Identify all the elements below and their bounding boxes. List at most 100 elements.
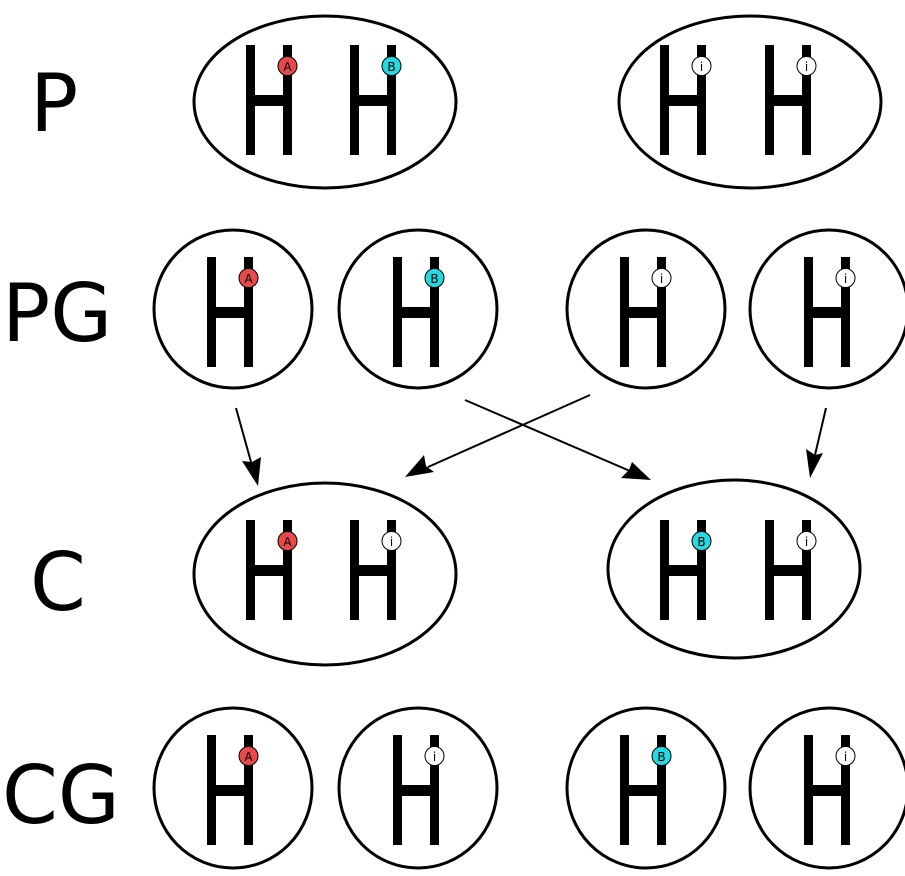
allele-label: i	[433, 750, 436, 764]
row-label-cg: CG	[2, 749, 120, 842]
cell-pg-3: i	[748, 228, 905, 390]
cell-membrane	[152, 228, 314, 390]
arrow-pg-a-to-c-left	[235, 407, 261, 486]
allele-label: B	[697, 535, 705, 549]
cell-cg-0: A	[152, 706, 314, 870]
allele-label: i	[844, 272, 847, 286]
allele-label: i	[660, 272, 663, 286]
allele-dot	[835, 268, 856, 288]
allele-label: i	[805, 535, 808, 549]
allele-label: B	[657, 750, 665, 764]
allele-label: i	[844, 750, 847, 764]
allele-marker-a: A	[238, 268, 259, 288]
cell-membrane	[565, 228, 727, 390]
allele-dot	[691, 56, 712, 76]
allele-marker-b: B	[424, 268, 445, 288]
allele-dot	[424, 268, 445, 288]
cell-membrane	[565, 706, 727, 870]
cell-membrane	[606, 478, 862, 660]
allele-label: A	[283, 60, 292, 74]
cell-membrane	[152, 706, 314, 870]
cell-cg-1: i	[337, 706, 499, 870]
centromere-bar	[246, 95, 292, 106]
centromere-bar	[393, 785, 439, 796]
allele-marker-b: B	[381, 56, 402, 76]
chromosome-cg-3-0: i	[804, 735, 856, 845]
allele-label: A	[244, 750, 253, 764]
allele-label: B	[430, 272, 438, 286]
allele-dot	[238, 746, 259, 766]
chromosome-pg-2-0: i	[620, 257, 672, 367]
cell-membrane	[617, 14, 883, 190]
allele-marker-b: B	[651, 746, 672, 766]
allele-label: i	[700, 60, 703, 74]
allele-marker-i: i	[381, 531, 402, 551]
centromere-bar	[207, 307, 253, 318]
arrow-pg-b-to-c-right	[464, 399, 651, 480]
allele-dot	[381, 56, 402, 76]
allele-dot	[651, 268, 672, 288]
cell-pg-2: i	[565, 228, 727, 390]
chromosome-c-0-1: i	[350, 520, 402, 620]
cell-membrane	[192, 14, 458, 190]
allele-dot	[277, 56, 298, 76]
chromosome-pg-3-0: i	[804, 257, 856, 367]
cell-cg-3: i	[748, 706, 905, 870]
cell-membrane	[337, 228, 499, 390]
row-label-p: P	[30, 57, 78, 150]
chromosome-c-1-1: i	[765, 520, 817, 620]
cell-pg-1: B	[337, 228, 499, 390]
allele-dot	[238, 268, 259, 288]
allele-marker-i: i	[424, 746, 445, 766]
cell-cg-2: B	[565, 706, 727, 870]
centromere-bar	[620, 785, 666, 796]
chromosome-cg-2-0: B	[620, 735, 672, 845]
centromere-bar	[804, 307, 850, 318]
allele-marker-i: i	[796, 531, 817, 551]
allele-dot	[796, 531, 817, 551]
chromosome-pg-0-0: A	[207, 257, 259, 367]
allele-marker-a: A	[277, 56, 298, 76]
allele-dot	[835, 746, 856, 766]
centromere-bar	[804, 785, 850, 796]
centromere-bar	[350, 565, 396, 576]
allele-dot	[796, 56, 817, 76]
chromosome-p-0-1: B	[350, 45, 402, 155]
centromere-bar	[393, 307, 439, 318]
allele-marker-i: i	[651, 268, 672, 288]
allele-label: B	[387, 60, 395, 74]
allele-marker-b: B	[691, 531, 712, 551]
allele-marker-a: A	[277, 531, 298, 551]
cell-membrane	[337, 706, 499, 870]
chromosome-c-0-0: A	[246, 520, 298, 620]
allele-dot	[651, 746, 672, 766]
centromere-bar	[660, 565, 706, 576]
chromosome-cg-1-0: i	[393, 735, 445, 845]
allele-label: i	[390, 535, 393, 549]
chromosome-p-0-0: A	[246, 45, 298, 155]
allele-marker-i: i	[796, 56, 817, 76]
allele-marker-a: A	[238, 746, 259, 766]
centromere-bar	[207, 785, 253, 796]
cell-membrane	[748, 228, 905, 390]
allele-label: i	[805, 60, 808, 74]
centromere-bar	[765, 565, 811, 576]
centromere-bar	[765, 95, 811, 106]
row-label-c: C	[30, 536, 86, 629]
allele-dot	[424, 746, 445, 766]
allele-dot	[381, 531, 402, 551]
chromosome-p-1-1: i	[765, 45, 817, 155]
cell-membrane	[192, 481, 458, 667]
allele-label: A	[244, 272, 253, 286]
centromere-bar	[660, 95, 706, 106]
allele-label: A	[283, 535, 292, 549]
chromosome-c-1-0: B	[660, 520, 712, 620]
allele-dot	[277, 531, 298, 551]
allele-marker-i: i	[835, 746, 856, 766]
cell-pg-0: A	[152, 228, 314, 390]
